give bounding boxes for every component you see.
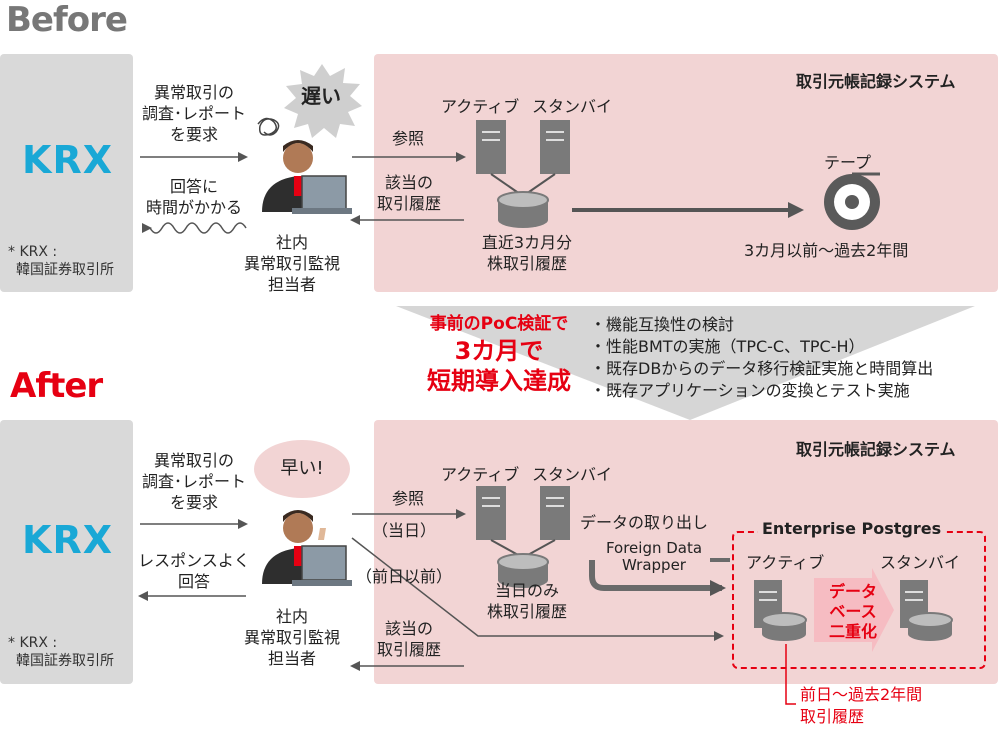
active-label-before: アクティブ [441, 97, 520, 116]
poc-bullets: ・機能互換性の検討 ・性能BMTの実施（TPC-C、TPC-H） ・既存DBから… [590, 314, 933, 402]
tape-label: テープ [824, 153, 872, 172]
worry-scribble-icon [257, 117, 280, 136]
krx-logo-before: KRX [22, 138, 114, 182]
prev-day-arrow [351, 537, 724, 641]
ep-history-label: 前日～過去2年間 取引履歴 [800, 685, 923, 726]
history-label-before: 該当の 取引履歴 [376, 173, 441, 213]
active-label-after: アクティブ [441, 465, 520, 484]
person-label-after: 社内 異常取引監視 担当者 [243, 607, 340, 668]
poc-bullet: ・機能互換性の検討 [590, 315, 735, 334]
krx-note-before: * KRX : 韓国証券取引所 [8, 244, 114, 278]
poc-bullet: ・性能BMTの実施（TPC-C、TPC-H） [590, 337, 865, 356]
person-label-before: 社内 異常取引監視 担当者 [243, 233, 340, 294]
ep-active-label: アクティブ [746, 553, 825, 572]
server-icon-standby-after [540, 486, 570, 540]
poc-line3: 短期導入達成 [427, 367, 571, 395]
fdw-arrow [589, 560, 726, 596]
after-heading: After [10, 366, 103, 406]
database-icon-before [497, 191, 549, 228]
poc-lead: 事前のPoC検証で [429, 314, 569, 334]
prev-label: （前日以前） [356, 567, 453, 586]
ep-standby-label: スタンバイ [880, 553, 961, 572]
transition-arrow [396, 306, 975, 420]
ep-history-leader [785, 644, 796, 705]
system-title-after: 取引元帳記録システム [796, 440, 956, 459]
bubble-fast [254, 440, 350, 498]
reply-label-after: レスポンスよく 回答 [138, 551, 250, 591]
poc-bullet: ・既存DBからのデータ移行検証実施と時間算出 [590, 359, 934, 378]
db-duplication-label: データ ベース 二重化 [828, 582, 877, 641]
db-label-after: 当日のみ 株取引履歴 [486, 581, 567, 621]
krx-logo-after: KRX [22, 518, 114, 562]
extract-label: データの取り出し [580, 513, 709, 532]
refer-label-before: 参照 [392, 129, 425, 148]
reply-arrow-before [148, 222, 247, 238]
database-icon-after [497, 553, 549, 588]
reply-label-before: 回答に 時間がかかる [145, 177, 242, 217]
duplication-arrow [814, 568, 894, 652]
krx-panel-after [0, 420, 133, 684]
tape-period-label: 3カ月以前～過去2年間 [744, 241, 909, 260]
before-heading: Before [6, 0, 128, 40]
history-label-after: 該当の 取引履歴 [376, 619, 441, 659]
poc-line2: 3カ月で [454, 337, 544, 365]
slow-bubble-shape [284, 64, 362, 138]
person-icon-after [262, 510, 352, 586]
fdw-label: Foreign Data Wrapper [605, 539, 703, 574]
person-icon-before [262, 140, 352, 214]
server-icon-active-before [476, 120, 506, 174]
tape-icon [824, 172, 880, 230]
system-panel-after [374, 420, 998, 684]
krx-note-after: * KRX : 韓国証券取引所 [8, 635, 114, 669]
server-icon-active-after [476, 486, 506, 540]
bubble-text-slow: 遅い [301, 84, 341, 108]
enterprise-postgres-title: Enterprise Postgres [758, 519, 946, 538]
system-title-before: 取引元帳記録システム [796, 72, 956, 91]
bubble-text-fast: 早い! [280, 458, 324, 479]
request-label-after: 異常取引の 調査･レポート を要求 [141, 451, 246, 512]
request-label-before: 異常取引の 調査･レポート を要求 [141, 83, 246, 144]
ep-database-icon-active [761, 612, 807, 641]
krx-panel-before [0, 54, 133, 292]
ep-database-icon-standby [907, 612, 953, 641]
refer-label-after: 参照 [392, 489, 425, 508]
poc-bullet: ・既存アプリケーションの変換とテスト実施 [590, 381, 910, 400]
db-label-before: 直近3カ月分 株取引履歴 [481, 233, 573, 273]
server-icon-standby-before [540, 120, 570, 174]
refer-sub-label: （当日） [372, 521, 437, 540]
standby-label-after: スタンバイ [532, 465, 613, 484]
standby-label-before: スタンバイ [532, 97, 613, 116]
